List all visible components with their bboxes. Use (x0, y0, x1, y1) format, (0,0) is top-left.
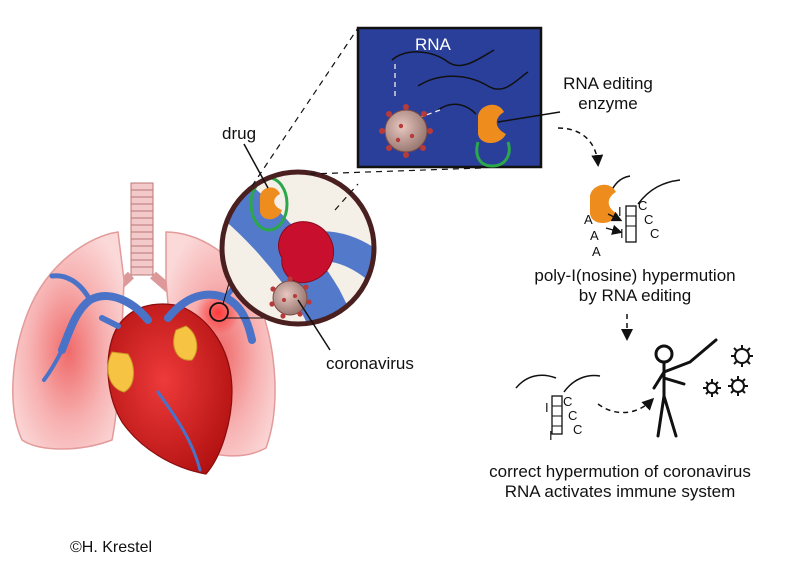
edited-letter-i1: I (545, 400, 549, 415)
enzyme-label-line2: enzyme (578, 94, 638, 113)
editing-letter-i1: I (618, 204, 622, 219)
virus-icon-1 (731, 345, 753, 367)
zoom-virus (269, 276, 312, 319)
copyright-label: ©H. Krestel (70, 539, 153, 556)
rna-strands (391, 49, 529, 119)
virus-icon-3 (703, 379, 721, 397)
hypermutation-label-line1: poly-I(nosine) hypermution (534, 266, 736, 285)
heart-fat-right (173, 325, 198, 361)
editing-letter-a2: A (590, 228, 599, 243)
inset-drug (475, 141, 511, 168)
edited-letter-c2: C (568, 408, 577, 423)
rna-label: RNA (415, 35, 452, 54)
coronavirus-pointer (297, 299, 331, 351)
hypermutation-label-line2: by RNA editing (578, 286, 692, 305)
editing-stem (625, 205, 637, 243)
zoom-to-inset-dash (334, 183, 359, 211)
edited-letter-i2: I (549, 428, 553, 443)
enzyme-label: RNA editing enzyme (548, 74, 668, 114)
editing-letter-i2: I (620, 226, 624, 241)
enzyme-pointer (497, 111, 561, 123)
zoom-circle (219, 169, 377, 327)
defeated-virus-icons (703, 345, 753, 397)
rna-inset-box: RNA (356, 26, 561, 169)
editing-letter-c1: C (638, 198, 647, 213)
drug-pointer (243, 143, 269, 189)
zoom-red-clot (278, 221, 335, 284)
hypermutation-label: poly-I(nosine) hypermution by RNA editin… (500, 266, 770, 306)
editing-mechanism: A A A I I C C C (584, 175, 681, 259)
edited-letter-c1: C (563, 394, 572, 409)
immune-activation-label-line1: correct hypermution of coronavirus (489, 462, 751, 481)
editing-letter-c2: C (644, 212, 653, 227)
edited-rna: I I C C C (515, 374, 601, 443)
zoom-vessel-main (222, 172, 370, 324)
immune-activation-label-line2: RNA activates immune system (504, 482, 736, 501)
arrow-rna-to-immune (597, 397, 655, 414)
coronavirus-label: coronavirus (326, 354, 414, 373)
editing-rna-right (637, 179, 681, 205)
heart-fat-left (107, 351, 134, 393)
inset-virus (379, 104, 433, 158)
arrow-enzyme-to-editing (557, 127, 604, 167)
immune-fighter-icon (652, 338, 718, 438)
edited-letter-c3: C (573, 422, 582, 437)
zoom-origin-marker (209, 302, 229, 322)
editing-letter-a3: A (592, 244, 601, 259)
inset-connector-top (251, 27, 359, 187)
editing-letter-a1: A (584, 212, 593, 227)
immune-activation-label: correct hypermution of coronavirus RNA a… (450, 462, 790, 502)
editing-letter-c3: C (650, 226, 659, 241)
inset-enzyme (478, 104, 506, 143)
virus-icon-2 (728, 376, 748, 396)
zoom-drug-enzyme (260, 187, 282, 220)
drug-label: drug (222, 124, 257, 143)
inset-connector-bottom (309, 167, 483, 175)
enzyme-label-line1: RNA editing (563, 74, 653, 93)
